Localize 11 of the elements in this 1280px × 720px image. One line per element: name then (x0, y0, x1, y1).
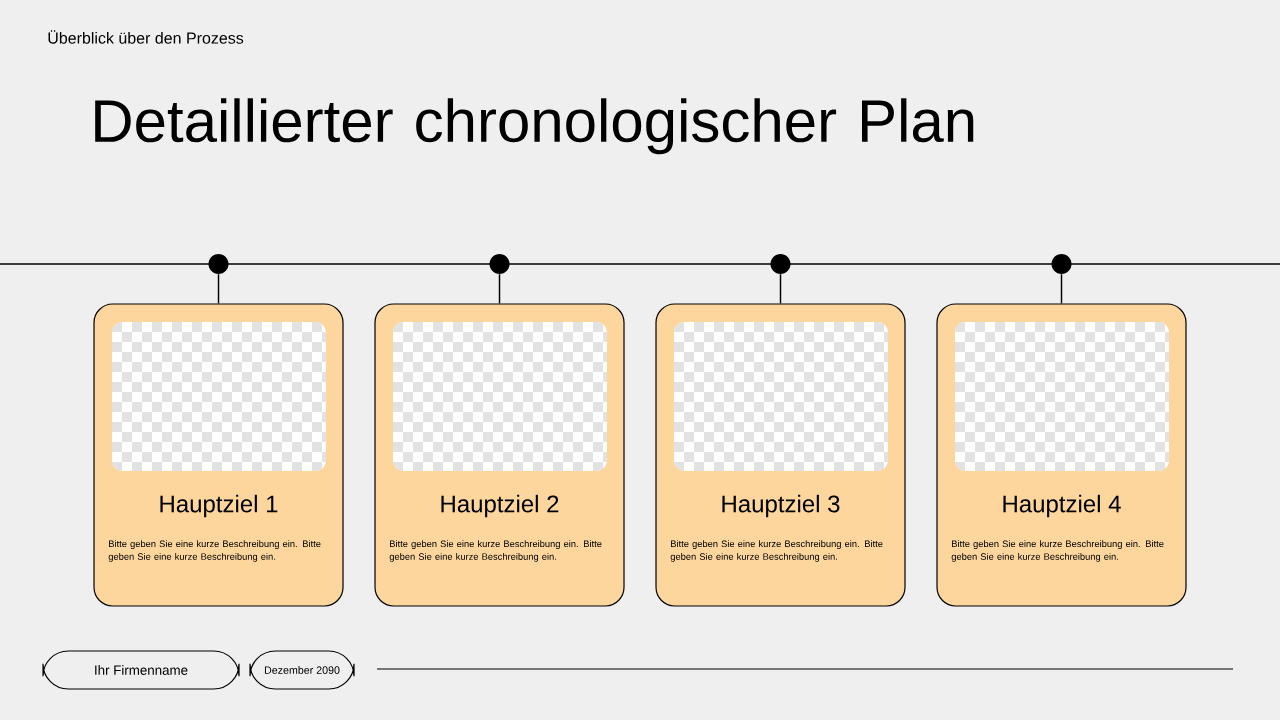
header-text: Überblick über den Prozess (48, 30, 244, 44)
connector-line (779, 273, 782, 305)
connector-line (217, 273, 220, 305)
connector-line (498, 273, 501, 305)
timeline-dot (770, 254, 791, 274)
pill-label: Ihr Firmenname (42, 650, 240, 690)
timeline-dot (208, 254, 229, 274)
title: Detaillierter chronologischer Plan (95, 98, 974, 155)
timeline-dot (1051, 254, 1072, 274)
connector-line (1060, 273, 1063, 305)
timeline-dot (489, 254, 510, 274)
